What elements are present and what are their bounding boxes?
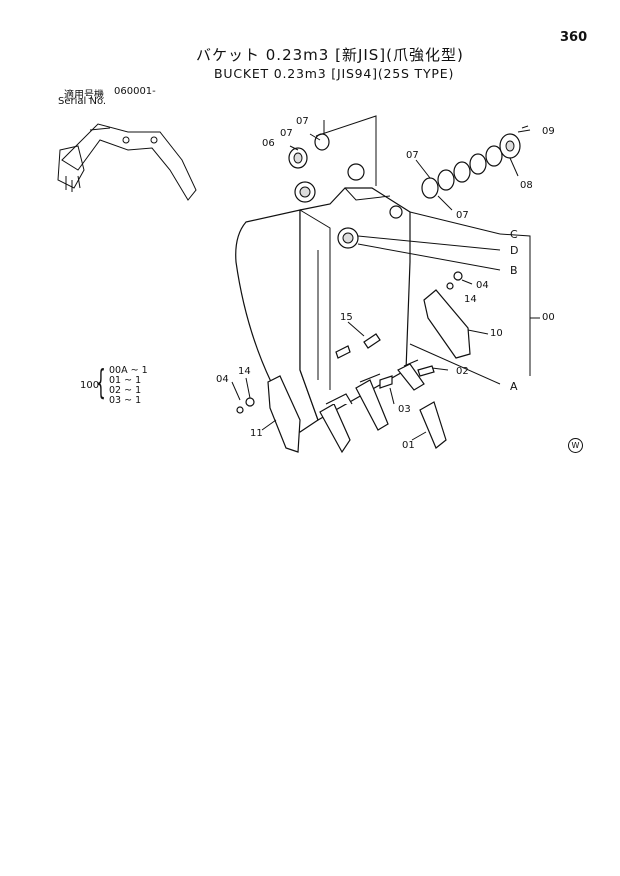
pins-and-bolts <box>335 333 435 389</box>
callout-07: 07 <box>280 128 293 139</box>
callout-04: 04 <box>476 280 489 291</box>
callout-07: 07 <box>296 116 309 127</box>
callout-00: 00 <box>542 312 555 323</box>
callout-14: 14 <box>238 366 251 377</box>
callout-02: 02 <box>456 366 469 377</box>
page-number: 360 <box>560 30 588 45</box>
callout-10: 10 <box>490 328 503 339</box>
assembly-component: 01 ~ 1 <box>109 375 142 386</box>
callout-09: 09 <box>542 126 555 137</box>
bucket-bosses <box>294 163 403 249</box>
callout-04: 04 <box>216 374 229 385</box>
callout-08: 08 <box>520 180 533 191</box>
side-cutter-right <box>423 271 471 359</box>
reference-letter-d: D <box>510 244 519 257</box>
assembly-component: 02 ~ 1 <box>109 385 142 396</box>
assembly-number: 100 <box>80 380 100 391</box>
callout-01: 01 <box>402 440 415 451</box>
shim-stack-right <box>421 125 529 199</box>
assembly-brace: { <box>96 363 106 403</box>
page-title-jp: バケット 0.23m3 [新JIS](爪強化型) <box>196 46 464 64</box>
callout-14: 14 <box>464 294 477 305</box>
bucket-teeth <box>319 359 447 454</box>
bushing-group-left <box>288 115 377 186</box>
serial-value: 060001- <box>114 86 156 97</box>
assembly-component: 03 ~ 1 <box>109 395 142 406</box>
callout-07: 07 <box>456 210 469 221</box>
reference-letter-c: C <box>510 228 518 241</box>
serial-label-en: Serial No. <box>58 96 107 107</box>
callout-11: 11 <box>250 428 263 439</box>
callout-15: 15 <box>340 312 353 323</box>
page-title-en: BUCKET 0.23m3 [JIS94](25S TYPE) <box>214 66 455 81</box>
revision-marker: W <box>568 438 583 453</box>
excavator-arm-thumbnail <box>57 123 197 201</box>
reference-letter-b: B <box>510 264 518 277</box>
callout-06: 06 <box>262 138 275 149</box>
bucket-body <box>235 187 411 433</box>
side-cutter-left <box>236 375 301 453</box>
leader-lines <box>231 120 540 441</box>
reference-letter-a: A <box>510 380 518 393</box>
callout-03: 03 <box>398 404 411 415</box>
serial-label-jp: 適用号機 <box>64 90 104 101</box>
assembly-component-list: 00A ~ 1 01 ~ 1 02 ~ 1 03 ~ 1 <box>109 366 148 406</box>
callout-07: 07 <box>406 150 419 161</box>
assembly-component: 00A ~ 1 <box>109 365 148 376</box>
